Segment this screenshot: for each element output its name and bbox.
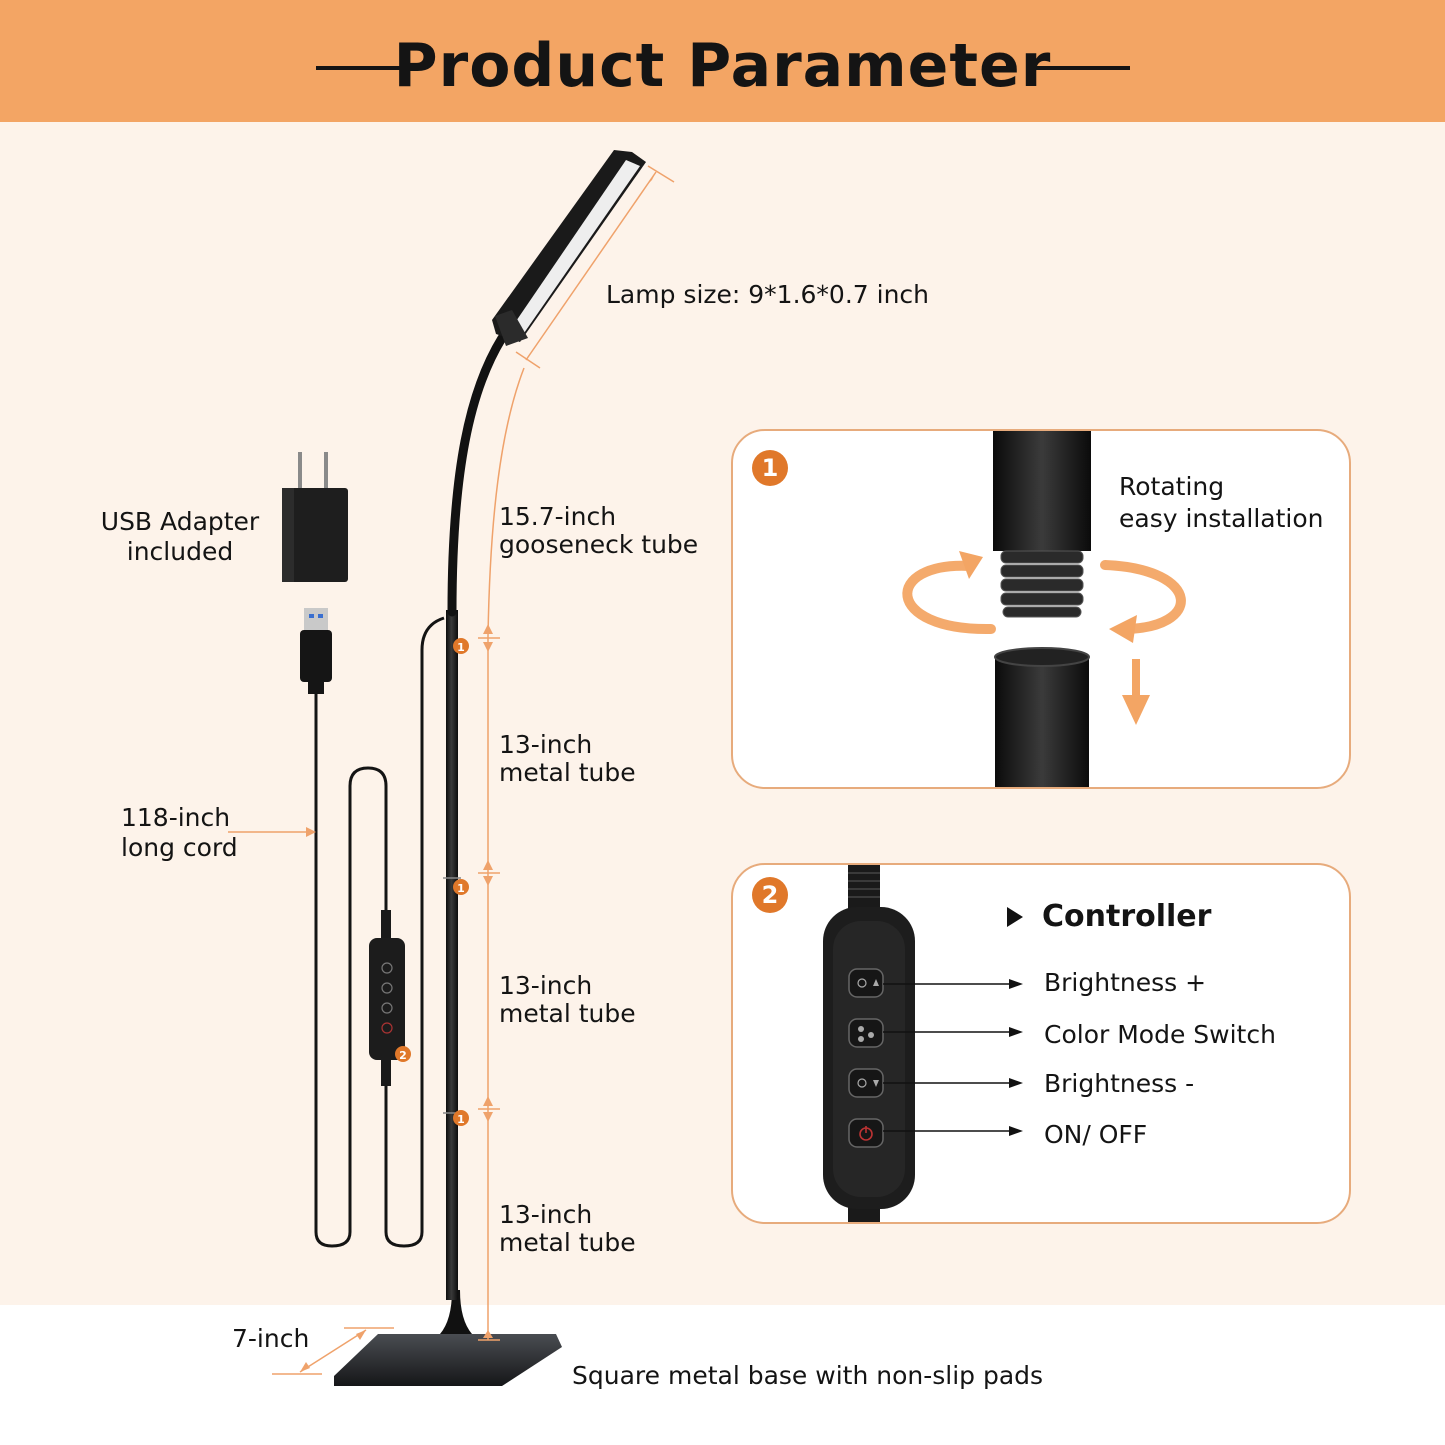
brightness-up-icon — [848, 968, 884, 998]
metal-pole — [446, 610, 458, 1300]
metal-tube-label-3: 13-inch metal tube — [499, 1201, 636, 1257]
gooseneck-tube — [447, 333, 507, 617]
controller-item-brightness-down: Brightness - — [1044, 1069, 1195, 1098]
color-mode-icon — [848, 1018, 884, 1048]
usb-adapter — [282, 452, 348, 582]
controller-item-power: ON/ OFF — [1044, 1120, 1148, 1149]
joint-marker-2: 1 — [453, 879, 469, 895]
joint-marker-3: 1 — [453, 1110, 469, 1126]
gooseneck-label-line2: gooseneck tube — [499, 530, 699, 559]
controller-title-bullet-icon — [1007, 907, 1023, 927]
gooseneck-label-line1: 15.7-inch — [499, 502, 617, 531]
base-description-label: Square metal base with non-slip pads — [572, 1361, 1044, 1390]
metal-tube-label-1-line2: metal tube — [499, 758, 636, 787]
controller-marker: 2 — [395, 1046, 411, 1062]
metal-tube-label-3-line2: metal tube — [499, 1228, 636, 1257]
cord-length-label-line1: 118-inch — [121, 803, 231, 832]
installation-text-line2: easy installation — [1119, 504, 1324, 533]
header-banner — [0, 0, 1445, 122]
inline-controller — [369, 910, 405, 1086]
brightness-down-icon — [848, 1068, 884, 1098]
joint-marker-1: 1 — [453, 638, 469, 654]
svg-text:1: 1 — [457, 641, 465, 654]
metal-tube-label-2: 13-inch metal tube — [499, 972, 636, 1028]
lamp-size-label: Lamp size: 9*1.6*0.7 inch — [606, 280, 930, 309]
controller-illustration — [823, 865, 1023, 1222]
down-arrow-icon — [1122, 659, 1150, 725]
header-rule-left — [316, 66, 410, 70]
power-icon — [848, 1118, 884, 1148]
lamp-head — [492, 150, 646, 346]
installation-text-line1: Rotating — [1119, 472, 1225, 501]
power-cord — [314, 694, 388, 1248]
metal-tube-label-2-line1: 13-inch — [499, 971, 593, 1000]
page-title: Product Parameter — [393, 31, 1052, 101]
installation-panel: 1 — [731, 429, 1351, 789]
controller-item-color-mode: Color Mode Switch — [1044, 1020, 1276, 1049]
header-rule-right — [1036, 66, 1130, 70]
usb-plug — [300, 608, 332, 694]
rotate-right-arrow-icon — [1100, 560, 1186, 643]
cord-length-label-line2: long cord — [121, 833, 238, 862]
installation-text: Rotating easy installation — [1119, 471, 1324, 535]
controller-panel: 2 — [731, 863, 1351, 1224]
controller-item-brightness-up: Brightness + — [1044, 968, 1207, 997]
metal-tube-label-1-line1: 13-inch — [499, 730, 593, 759]
controller-title: Controller — [1042, 899, 1212, 934]
lamp-base — [334, 1290, 562, 1386]
svg-text:1: 1 — [457, 882, 465, 895]
metal-tube-label-2-line2: metal tube — [499, 999, 636, 1028]
svg-text:1: 1 — [457, 1113, 465, 1126]
svg-text:2: 2 — [399, 1049, 407, 1062]
usb-adapter-label-line1: USB Adapter — [100, 507, 260, 536]
metal-tube-label-1: 13-inch metal tube — [499, 731, 636, 787]
installation-illustration — [902, 431, 1186, 787]
gooseneck-label: 15.7-inch gooseneck tube — [499, 503, 698, 559]
cord-length-label: 118-inch long cord — [121, 803, 238, 863]
usb-adapter-label: USB Adapter included — [100, 507, 260, 567]
panel-badge-1: 1 — [752, 450, 788, 486]
usb-adapter-label-line2: included — [126, 537, 234, 566]
panel-badge-2: 2 — [752, 877, 788, 913]
base-width-label: 7-inch — [232, 1324, 310, 1353]
rotate-left-arrow-icon — [902, 551, 996, 635]
metal-tube-label-3-line1: 13-inch — [499, 1200, 593, 1229]
bottom-band — [0, 1305, 1445, 1445]
